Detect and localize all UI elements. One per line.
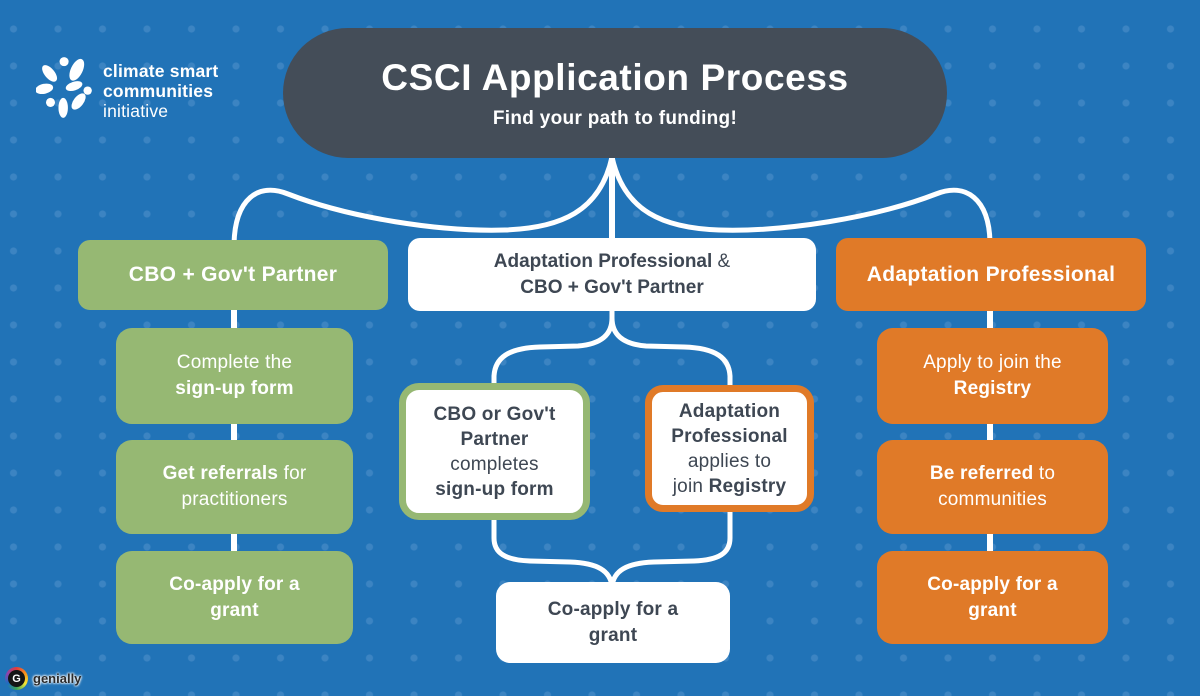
green-branch-line3: completes [450,453,539,475]
right-step2-line1: Be referred to [930,461,1055,487]
orange-branch-line4-normal: join [672,475,709,497]
brand-line2: communities [103,81,214,101]
genially-icon-letter: G [8,670,25,687]
middle-header-line1: Adaptation Professional & [494,249,730,275]
left-step2-line1-rest: for [278,463,307,484]
page-subtitle: Find your path to funding! [492,107,738,129]
middle-header-ampersand: & [712,250,731,272]
middle-header-line2: CBO + Gov't Partner [520,276,704,298]
right-step-co-apply: Co-apply for a grant [877,551,1108,644]
right-step2-line1-rest: to [1033,463,1056,484]
genially-watermark[interactable]: G genially [5,667,81,690]
orange-branch-line3: applies to [687,450,772,472]
left-step1-line1: Complete the [176,352,293,373]
middle-final-line1: Co-apply for a [547,598,679,620]
connector-split-right [609,303,733,395]
middle-branch-adaptation-registry: Adaptation Professional applies to join … [645,385,814,512]
connector-merge-right [609,503,733,589]
green-branch-line4: sign-up form [435,478,554,500]
left-step2-line1-bold: Get referrals [162,463,279,484]
brand-wordmark: climate smart communities initiative [103,54,218,121]
climate-smart-communities-icon [35,54,94,125]
page-title: CSCI Application Process [381,56,849,98]
left-step-get-referrals: Get referrals for practitioners [116,440,353,534]
orange-branch-line2: Professional [671,425,788,447]
right-column-header-label: Adaptation Professional [866,262,1116,286]
middle-final-co-apply: Co-apply for a grant [496,582,730,663]
left-step2-line2: practitioners [181,489,288,510]
green-branch-line2: Partner [460,428,529,450]
genially-icon: G [5,667,28,690]
right-step3-line1: Co-apply for a [927,573,1058,595]
left-step1-line2: sign-up form [175,378,294,399]
connector-split-left [491,303,615,393]
left-step-signup-form: Complete the sign-up form [116,328,353,424]
left-column-header: CBO + Gov't Partner [78,240,388,310]
title-banner: CSCI Application Process Find your path … [283,28,947,158]
left-column-header-label: CBO + Gov't Partner [128,263,338,286]
middle-column-header: Adaptation Professional & CBO + Gov't Pa… [408,238,816,311]
genially-label: genially [33,671,82,686]
right-step2-line1-bold: Be referred [929,463,1034,484]
right-step2-line2: communities [938,489,1047,510]
brand-logo: climate smart communities initiative [35,54,218,125]
middle-final-line2: grant [588,624,638,646]
right-step3-line2: grant [968,599,1017,621]
orange-branch-line1: Adaptation [678,400,781,422]
right-step1-line2: Registry [953,378,1032,399]
right-step-be-referred: Be referred to communities [877,440,1108,534]
left-step2-line1: Get referrals for [163,461,307,487]
connector-title-to-right [609,154,993,245]
right-step-join-registry: Apply to join the Registry [877,328,1108,424]
middle-header-line1-bold: Adaptation Professional [493,250,713,272]
orange-branch-line4: join Registry [673,474,787,499]
right-column-header: Adaptation Professional [836,238,1146,311]
connector-title-to-left [231,154,615,247]
orange-branch-line4-bold: Registry [708,475,787,497]
right-step1-line1: Apply to join the [923,352,1062,373]
green-branch-line1: CBO or Gov't [433,403,556,425]
left-step-co-apply: Co-apply for a grant [116,551,353,644]
brand-line3: initiative [103,101,169,121]
left-step3-line1: Co-apply for a [169,573,300,595]
brand-line1: climate smart [103,61,219,81]
left-step3-line2: grant [210,599,259,621]
connector-merge-left [491,511,615,589]
middle-branch-cbo-signup: CBO or Gov't Partner completes sign-up f… [399,383,590,520]
